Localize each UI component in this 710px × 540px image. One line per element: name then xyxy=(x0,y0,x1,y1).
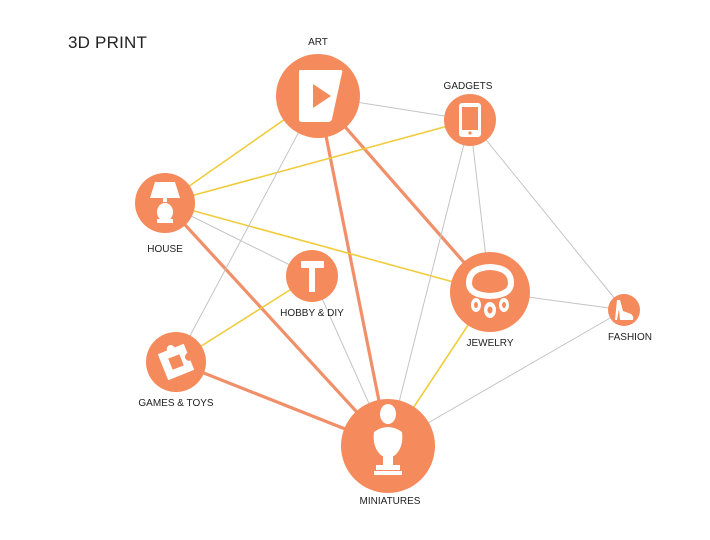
node-label-hobby: HOBBY & DIY xyxy=(280,308,344,319)
node-label-gadgets: GADGETS xyxy=(444,81,493,92)
node-house[interactable]: HOUSE xyxy=(135,173,195,255)
edge-gadgets-fashion xyxy=(469,119,625,311)
edge-house-jewelry xyxy=(164,202,491,293)
node-label-games: GAMES & TOYS xyxy=(138,398,214,409)
node-jewelry[interactable]: JEWELRY xyxy=(450,252,530,349)
node-label-house: HOUSE xyxy=(147,244,183,255)
hammer-icon xyxy=(301,261,324,292)
edge-house-miniatures xyxy=(163,201,390,448)
edge-house-gadgets xyxy=(164,119,471,204)
node-hobby[interactable]: HOBBY & DIY xyxy=(280,250,344,319)
edge-art-jewelry xyxy=(316,94,492,294)
smartphone-icon xyxy=(459,103,481,137)
node-miniatures[interactable]: MINIATURES xyxy=(341,399,435,507)
diagram-title: 3D PRINT xyxy=(68,33,148,52)
high-heel-icon xyxy=(615,300,634,320)
node-label-miniatures: MINIATURES xyxy=(360,496,421,507)
node-fashion[interactable]: FASHION xyxy=(608,294,652,343)
node-layer: ART GADGETS HOUSE xyxy=(135,37,652,507)
edge-art-miniatures xyxy=(316,95,390,447)
node-gadgets[interactable]: GADGETS xyxy=(444,81,496,146)
edge-gadgets-miniatures xyxy=(387,119,471,447)
node-art[interactable]: ART xyxy=(276,37,360,138)
bust-icon xyxy=(373,404,403,475)
puzzle-cube-icon xyxy=(157,343,195,381)
node-games[interactable]: GAMES & TOYS xyxy=(138,332,214,409)
necklace-icon xyxy=(466,264,514,318)
node-label-jewelry: JEWELRY xyxy=(466,338,513,349)
edge-layer xyxy=(163,94,625,448)
lamp-icon xyxy=(150,182,180,223)
node-label-art: ART xyxy=(308,37,328,48)
edge-art-games xyxy=(175,95,319,363)
node-label-fashion: FASHION xyxy=(608,332,652,343)
play-icon xyxy=(299,70,343,122)
